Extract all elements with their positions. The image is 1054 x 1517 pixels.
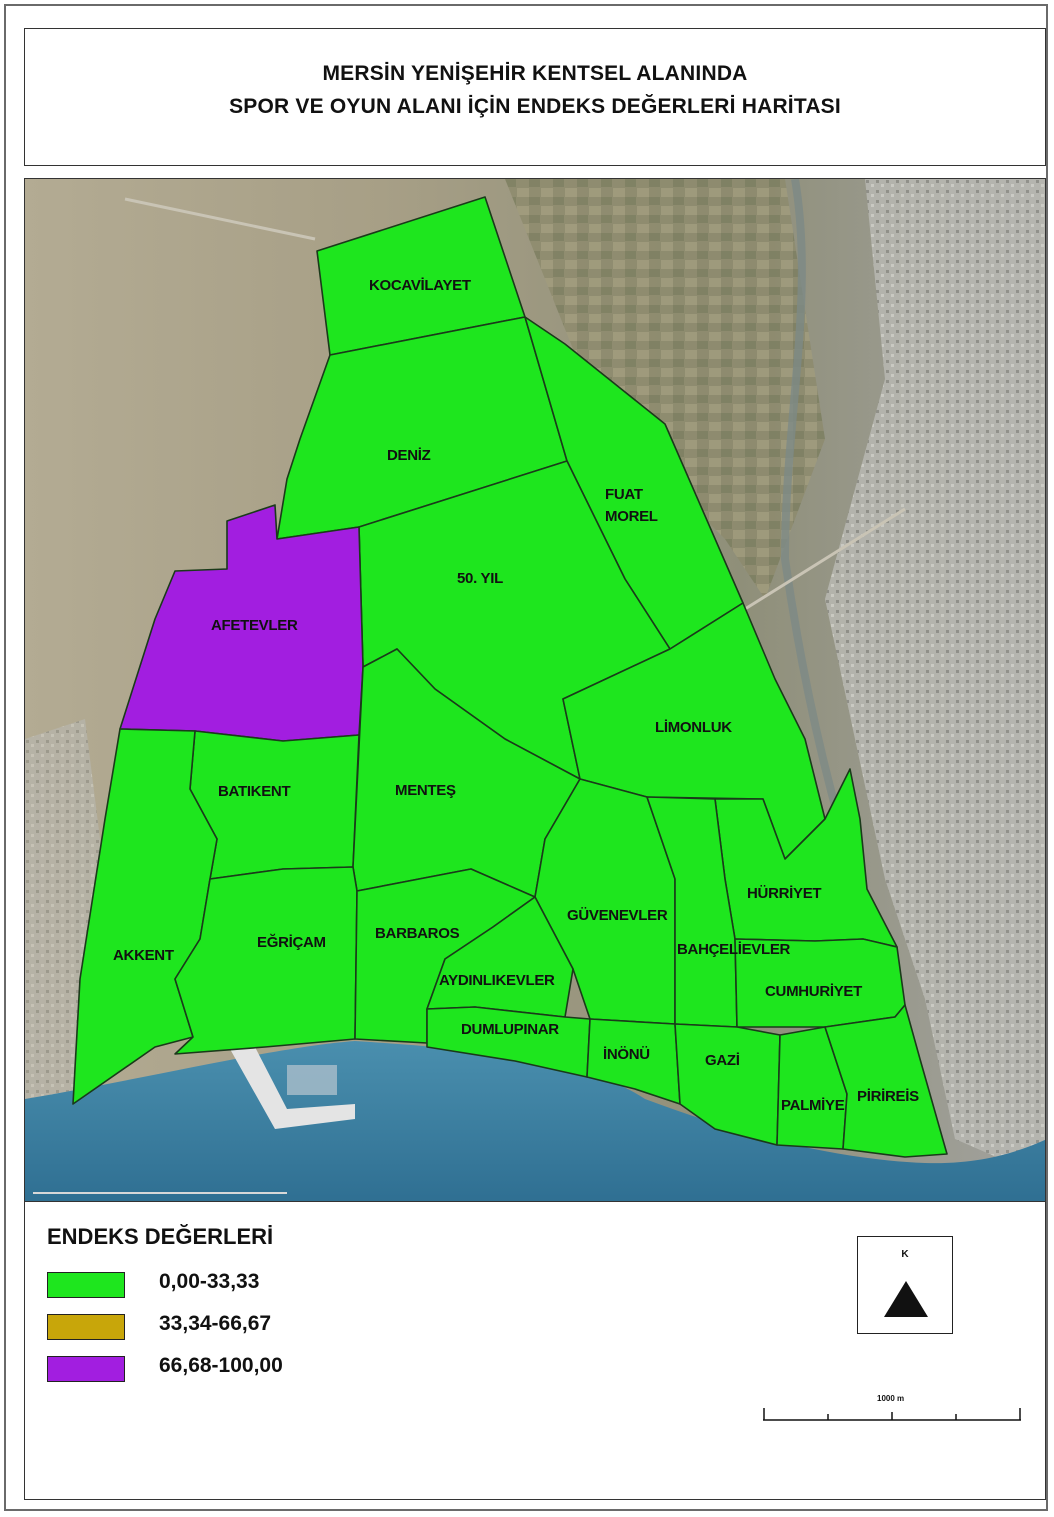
label-mentes: MENTEŞ [395, 782, 456, 799]
legend-label: 66,68-100,00 [159, 1354, 283, 1377]
label-deniz: DENİZ [387, 447, 431, 464]
legend-swatch-medium [47, 1314, 125, 1340]
label-fuat: FUAT [605, 486, 643, 503]
legend-swatch-high [47, 1356, 125, 1382]
scale-bar [763, 1408, 1021, 1421]
urban-area-east [825, 179, 1045, 1179]
page-frame [4, 4, 1048, 1511]
label-egricam: EĞRİÇAM [257, 933, 326, 951]
legend-swatch-low [47, 1272, 125, 1298]
label-cumhuriyet: CUMHURİYET [765, 983, 862, 1000]
label-barbaros: BARBAROS [375, 925, 460, 942]
label-palmiye: PALMİYE [781, 1097, 845, 1114]
map-frame[interactable]: KOCAVİLAYET DENİZ FUAT MOREL 50. YIL AFE… [24, 178, 1046, 1202]
label-akkent: AKKENT [113, 947, 174, 964]
marina-docks [287, 1065, 337, 1095]
region-inonu[interactable] [586, 1018, 681, 1105]
title-box: MERSİN YENİŞEHİR KENTSEL ALANINDA SPOR V… [24, 28, 1046, 166]
label-dumlupinar: DUMLUPINAR [461, 1021, 559, 1038]
legend-label: 33,34-66,67 [159, 1312, 272, 1335]
label-bahcelievler: BAHÇELİEVLER [677, 941, 791, 958]
label-aydinlikevler: AYDINLIKEVLER [439, 972, 555, 989]
label-hurriyet: HÜRRİYET [747, 885, 821, 902]
label-gazi: GAZİ [705, 1052, 740, 1069]
legend-label: 0,00-33,33 [159, 1270, 260, 1293]
label-batikent: BATIKENT [218, 783, 290, 800]
road [124, 197, 316, 241]
marina [230, 1047, 355, 1129]
road [744, 507, 906, 611]
label-kocavilayet: KOCAVİLAYET [369, 277, 471, 294]
region-pirireis[interactable] [824, 1004, 948, 1158]
farmland-area [505, 179, 825, 599]
label-morel: MOREL [605, 508, 658, 525]
label-inonu: İNÖNÜ [603, 1046, 650, 1063]
north-label: K [901, 1249, 909, 1260]
map-svg[interactable]: KOCAVİLAYET DENİZ FUAT MOREL 50. YIL AFE… [25, 179, 1046, 1202]
legend-title: ENDEKS DEĞERLERİ [47, 1224, 274, 1249]
label-guvenevler: GÜVENEVLER [567, 907, 668, 924]
north-arrow: K [857, 1236, 953, 1334]
label-limonluk: LİMONLUK [655, 719, 732, 736]
label-afetevler: AFETEVLER [211, 617, 298, 634]
region-egricam[interactable] [174, 866, 358, 1055]
scale-label: 1000 m [877, 1394, 905, 1403]
sea [25, 1041, 1045, 1201]
map-title-line-2: SPOR VE OYUN ALANI İÇİN ENDEKS DEĞERLERİ… [229, 95, 841, 118]
label-pirireis: PİRİREİS [857, 1088, 919, 1105]
legend-box: ENDEKS DEĞERLERİ 0,00-33,33 33,34-66,67 … [24, 1202, 1046, 1500]
region-batikent[interactable] [189, 730, 360, 880]
label-50-yil: 50. YIL [457, 570, 503, 587]
map-title-line-1: MERSİN YENİŞEHİR KENTSEL ALANINDA [322, 62, 748, 85]
north-arrow-icon [884, 1281, 928, 1317]
